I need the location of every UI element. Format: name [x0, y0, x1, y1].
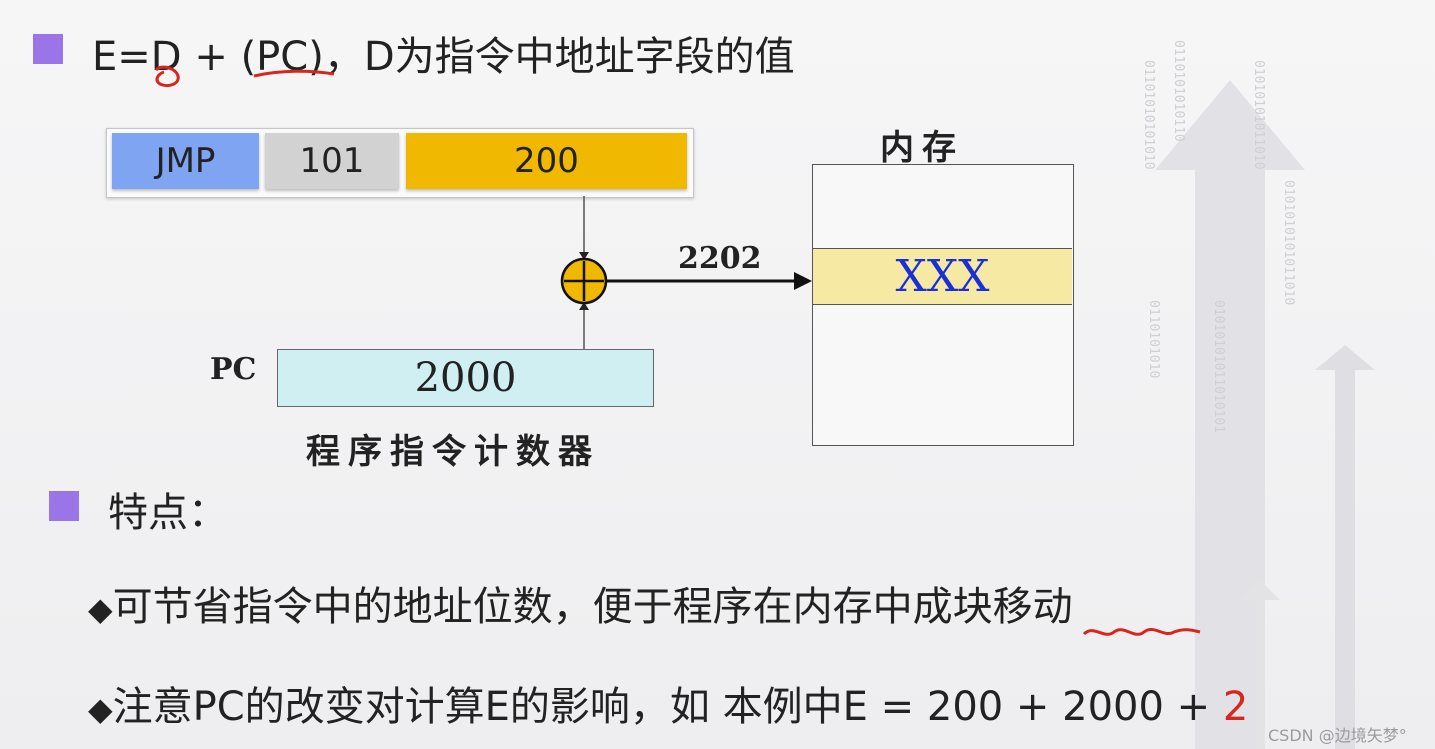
feature-highlight-value: 2: [1222, 684, 1249, 730]
svg-text:0110101010110: 0110101010110: [1171, 40, 1186, 142]
bullet-square-features: [49, 491, 79, 521]
svg-text:01101010101010: 01101010101010: [1141, 60, 1156, 170]
decorative-arrows-background: 01101010101010 0110101010110 01010101011…: [1141, 40, 1375, 749]
instruction-opcode-field: JMP: [112, 133, 259, 189]
instruction-address-field: 200: [406, 133, 687, 189]
annotation-underline-pc: [253, 69, 335, 78]
annotation-squiggle-move: [1082, 627, 1201, 636]
feature-text-2: 注意PC的改变对计算E的影响，如 本例中E = 200 + 2000 +: [112, 684, 1223, 730]
memory-title: 内存: [880, 128, 964, 168]
adder-icon: [560, 257, 608, 305]
feature-text-1: 可节省指令中的地址位数，便于程序在内存中成块移动: [112, 584, 1073, 630]
feature-marker-2: ◆: [88, 690, 113, 728]
annotation-circle-under-d: [154, 65, 180, 88]
csdn-watermark: CSDN @边境矢梦°: [1268, 726, 1407, 745]
adder-result-label: 2202: [678, 241, 762, 276]
formula-line: E=D + (PC)，D为指令中地址字段的值: [92, 24, 795, 82]
svg-text:0101010101011010: 0101010101011010: [1281, 180, 1296, 305]
formula-prefix: E=: [92, 34, 151, 80]
svg-text:0110101010: 0110101010: [1146, 300, 1161, 378]
memory-cell: XXX: [813, 248, 1072, 305]
bullet-square-formula: [33, 34, 63, 64]
feature-item-1: ◆可节省指令中的地址位数，便于程序在内存中成块移动: [88, 574, 1073, 632]
memory-block: [812, 164, 1074, 446]
pc-register: 2000: [277, 349, 654, 407]
feature-item-2: ◆注意PC的改变对计算E的影响，如 本例中E = 200 + 2000 + 2: [88, 674, 1248, 732]
svg-text:01010101011010: 01010101011010: [1251, 60, 1266, 170]
pc-label: PC: [210, 352, 257, 387]
features-title: 特点：: [108, 490, 228, 536]
svg-text:01010101011010101: 01010101011010101: [1211, 300, 1226, 433]
pc-caption: 程序指令计数器: [306, 432, 600, 472]
formula-description: D为指令中地址字段的值: [363, 34, 795, 80]
formula-plus: +: [194, 34, 228, 80]
instruction-mode-field: 101: [265, 133, 399, 189]
feature-marker-1: ◆: [88, 590, 113, 628]
